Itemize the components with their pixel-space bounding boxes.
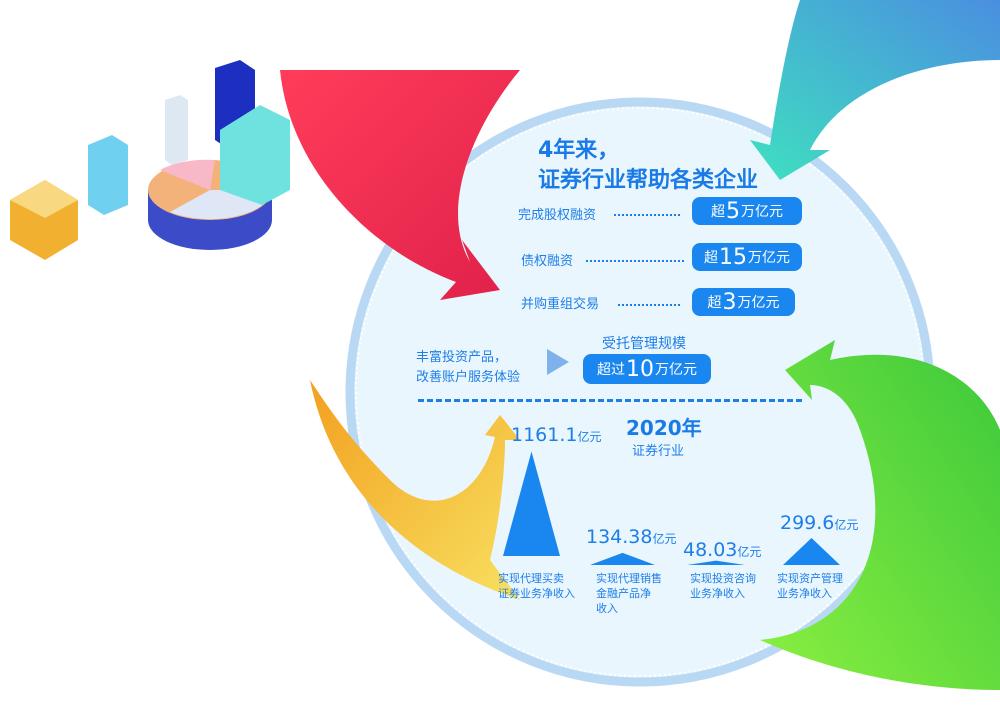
teal-arrow (750, 0, 1000, 180)
category-caption-0: 实现代理买卖证券业务净收入 (498, 572, 575, 600)
triangle-bar-0 (503, 451, 560, 556)
dotted-leader (614, 214, 680, 216)
custody-left-line1: 丰富投资产品， (416, 350, 508, 365)
headline-line2: 证券行业帮助各类企业 (538, 168, 759, 193)
custody-title: 受托管理规模 (602, 336, 686, 352)
triangle-bar-3 (783, 538, 840, 565)
green-arrow (760, 340, 1000, 690)
value-label-0: 1161.1亿元 (511, 424, 602, 446)
yellow-arrow (310, 380, 520, 600)
category-caption-3: 实现资产管理业务净收入 (777, 572, 843, 600)
triangle-bar-2 (687, 560, 745, 565)
year-title: 2020年 (626, 416, 702, 440)
category-caption-2: 实现投资咨询业务净收入 (690, 572, 756, 600)
category-caption-1: 实现代理销售金融产品净收入 (596, 572, 662, 615)
divider (418, 399, 802, 402)
triangle-bar-1 (590, 552, 655, 565)
value-label-3: 299.6亿元 (780, 512, 859, 534)
value-label-2: 48.03亿元 (683, 539, 762, 561)
year-subtitle: 证券行业 (632, 444, 685, 459)
row-label-mna: 并购重组交易 (521, 297, 600, 312)
dotted-leader (586, 260, 684, 262)
play-triangle-icon (547, 349, 569, 375)
headline-line1: 4年来， (538, 138, 620, 163)
row-label-equity: 完成股权融资 (518, 208, 597, 223)
dotted-leader (618, 304, 680, 306)
pie-chart-decoration (10, 60, 290, 260)
row-label-debt: 债权融资 (521, 254, 574, 269)
custody-left-line2: 改善账户服务体验 (416, 370, 521, 385)
red-arrow (280, 70, 520, 300)
value-label-1: 134.38亿元 (586, 526, 677, 548)
